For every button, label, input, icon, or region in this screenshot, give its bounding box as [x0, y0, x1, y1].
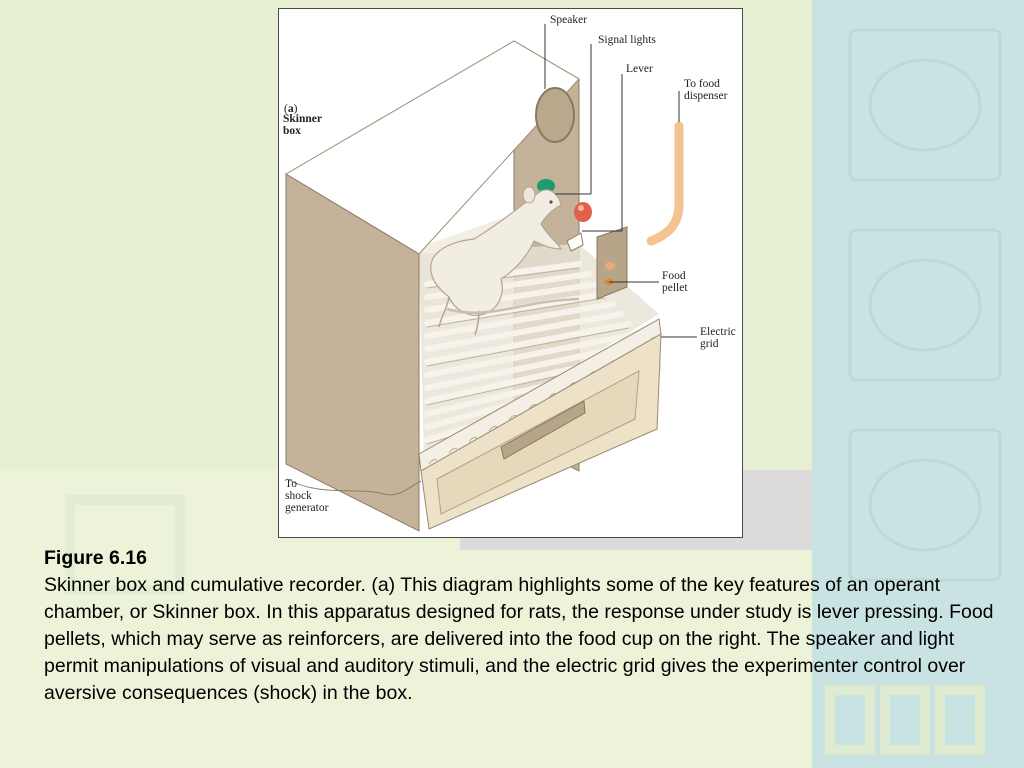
food-dispenser-tube [646, 121, 684, 246]
food-dispenser-label-line1: To food [684, 78, 720, 90]
shock-cable [286, 478, 422, 496]
figure-panel: (a) Skinner box Speaker Signal lights Le… [278, 8, 743, 538]
speaker-icon [535, 87, 575, 143]
figure-caption: Figure 6.16 Skinner box and cumulative r… [44, 545, 1009, 707]
caption-title: Figure 6.16 [44, 547, 147, 569]
electric-grid-label-line1: Electric [700, 326, 736, 338]
signal-lights-label: Signal lights [598, 34, 656, 46]
caption-body: Skinner box and cumulative recorder. (a)… [44, 574, 994, 704]
lever-label: Lever [626, 63, 653, 75]
panel-title: Skinner box [283, 113, 322, 137]
food-cup [596, 226, 628, 300]
lever-icon [566, 232, 584, 252]
shock-label-line1: To [285, 478, 297, 490]
green-signal-light-icon [537, 179, 555, 193]
red-signal-light-icon [574, 202, 592, 222]
electric-grid-label-line2: grid [700, 338, 719, 350]
panel-letter: a [288, 103, 294, 115]
leader-lines [544, 24, 697, 338]
drawer-handle [500, 400, 586, 460]
rat-icon [430, 186, 580, 336]
food-pellet-icon [605, 262, 615, 270]
drawer [420, 333, 662, 530]
svg-text:(a): (a) [284, 103, 298, 115]
food-dispenser-label-line2: dispenser [684, 90, 728, 102]
background-brain-watermarks [848, 28, 1002, 582]
skinner-box-left-wall [285, 173, 420, 532]
shock-label-line3: generator [285, 502, 329, 514]
speaker-label: Speaker [550, 14, 587, 26]
food-pellet-label-line2: pellet [662, 282, 688, 294]
shock-label-line2: shock [285, 490, 312, 502]
food-pellet-label-line1: Food [662, 270, 686, 282]
